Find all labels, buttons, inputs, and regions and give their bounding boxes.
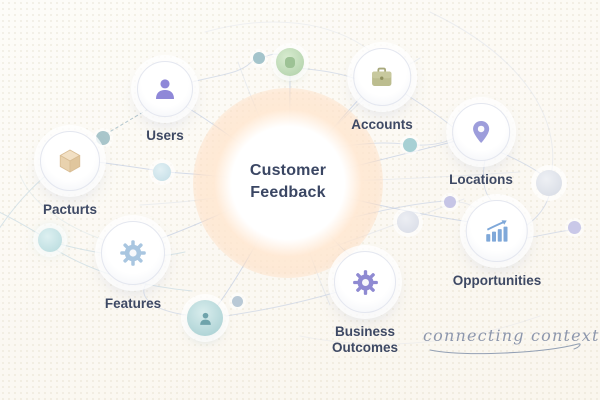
decorative-dot	[397, 211, 419, 233]
decorative-dot	[96, 131, 110, 145]
node-accounts-bubble	[352, 48, 411, 106]
node-opportunities: Opportunities	[452, 200, 542, 289]
center-node-customer-feedback: Customer Feedback	[228, 160, 348, 205]
map-pin-icon	[472, 121, 490, 143]
decorative-dot	[38, 228, 62, 252]
node-users-bubble	[137, 61, 193, 117]
person-icon	[199, 312, 211, 325]
decorative-dot	[253, 52, 265, 64]
node-business-outcomes-bubble	[334, 251, 396, 313]
decorative-dot	[536, 170, 562, 196]
signature-swash	[428, 343, 581, 355]
decorative-dot	[568, 221, 581, 234]
cube-icon	[59, 149, 81, 173]
node-opportunities-bubble	[466, 200, 528, 262]
node-products: Pacturts	[40, 131, 100, 218]
node-business-outcomes-label: Business Outcomes	[331, 324, 399, 356]
decorative-dot	[232, 296, 243, 307]
person-icon	[156, 79, 174, 100]
center-label: Customer Feedback	[249, 162, 327, 202]
gear-icon	[352, 269, 378, 295]
node-users-label: Users	[146, 128, 184, 143]
center-glow	[193, 88, 383, 278]
signature: connecting context	[423, 326, 600, 359]
node-users: Users	[137, 61, 193, 144]
node-business-outcomes: Business Outcomes	[323, 251, 407, 357]
node-locations-label: Locations	[449, 172, 513, 187]
node-features-bubble	[101, 221, 165, 285]
bar-chart-icon	[486, 220, 508, 242]
decorative-dot	[153, 163, 171, 181]
node-features: Features	[101, 221, 165, 312]
blob-icon	[285, 56, 295, 68]
node-opportunities-label: Opportunities	[452, 273, 542, 288]
node-products-label: Pacturts	[42, 202, 98, 217]
signature-text: connecting context	[423, 326, 600, 345]
node-locations: Locations	[449, 103, 513, 188]
node-accounts: Accounts	[351, 48, 413, 133]
briefcase-icon	[372, 67, 392, 86]
decorative-teal-avatar	[187, 300, 223, 336]
decorative-dot	[444, 196, 456, 208]
node-features-label: Features	[104, 296, 162, 311]
decorative-dot	[403, 138, 417, 152]
decorative-green-bubble	[276, 48, 304, 76]
node-products-bubble	[40, 131, 100, 191]
gear-icon	[120, 240, 146, 266]
node-locations-bubble	[451, 103, 510, 161]
node-accounts-label: Accounts	[351, 117, 413, 132]
